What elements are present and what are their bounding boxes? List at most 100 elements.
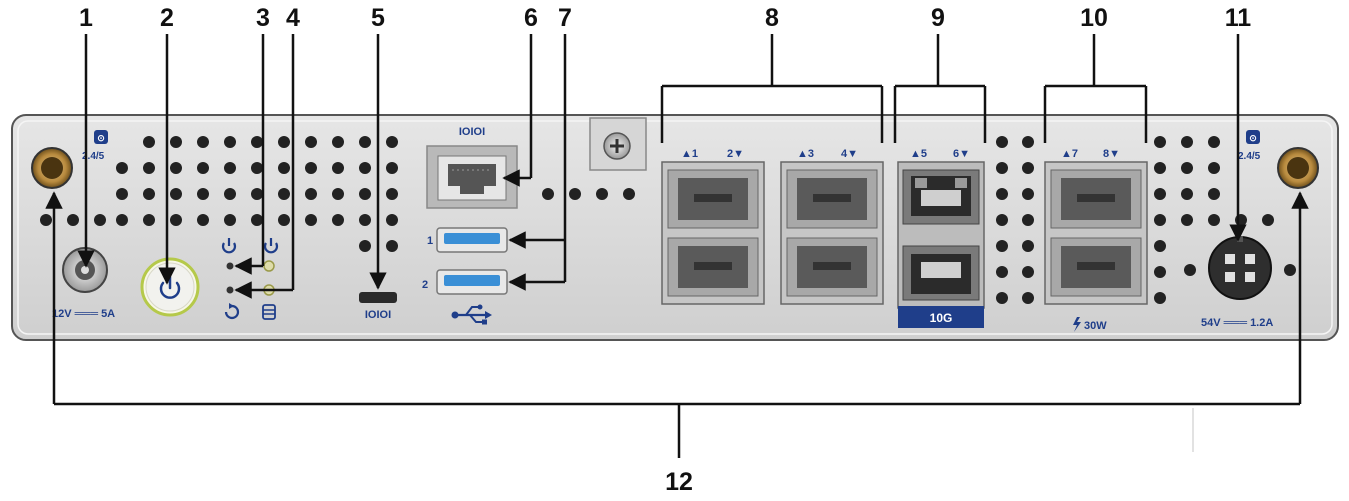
vent-hole [305,214,317,226]
vent-hole [251,188,263,200]
rj45-console-port[interactable] [426,145,518,209]
svg-text:⊙: ⊙ [1249,133,1257,143]
mounting-screw-left [31,147,73,189]
reset-pinhole-top[interactable] [226,262,234,270]
dc-input-4pin[interactable] [1208,236,1272,300]
vent-hole [359,188,371,200]
power-button[interactable] [140,257,200,317]
vent-hole [1022,188,1034,200]
vent-hole [1181,162,1193,174]
vent-hole [94,214,106,226]
vent-hole [170,136,182,148]
callout-7: 7 [558,4,572,32]
reset-icon [224,303,240,320]
port-2-label: 2▼ [727,148,744,160]
ethernet-port-4[interactable] [786,237,878,297]
vent-hole [170,162,182,174]
vent-hole [1208,136,1220,148]
vent-hole [224,136,236,148]
vent-hole [359,214,371,226]
vent-hole [197,136,209,148]
dc-input-rating-right: 54V ═══ 1.2A [1201,317,1273,329]
vent-hole [278,136,290,148]
vent-hole [116,188,128,200]
port-6-label: 6▼ [953,148,970,160]
callout-4: 4 [286,4,300,32]
vent-hole [386,214,398,226]
vent-hole [623,188,635,200]
vent-hole [143,162,155,174]
poe-ports-7-8 [1044,161,1148,305]
vent-hole [1154,188,1166,200]
vent-hole [359,136,371,148]
vent-hole [40,214,52,226]
ethernet-port-8[interactable] [1050,237,1142,297]
port-4-label: 4▼ [841,148,858,160]
vent-hole [116,214,128,226]
vent-hole [332,162,344,174]
vent-hole [596,188,608,200]
callout-11: 11 [1225,4,1252,32]
vent-hole [1181,214,1193,226]
callout-8: 8 [765,4,779,32]
reset-pinhole[interactable] [226,286,234,294]
micro-usb-console-port[interactable] [359,292,397,303]
vent-hole [251,136,263,148]
vent-hole [1208,162,1220,174]
vent-hole [251,214,263,226]
vent-hole [305,162,317,174]
vent-hole [386,162,398,174]
sfp-port-6[interactable] [902,245,980,301]
vent-hole [1154,240,1166,252]
sfp-port-5[interactable] [902,169,980,225]
vent-hole [332,214,344,226]
ethernet-port-1[interactable] [667,169,759,229]
vent-hole [67,214,79,226]
ethernet-port-7[interactable] [1050,169,1142,229]
ethernet-port-2[interactable] [667,237,759,297]
port-8-label: 8▼ [1103,148,1120,160]
vent-hole [332,136,344,148]
vent-hole [332,188,344,200]
storage-icon [262,304,276,320]
cover-screw [589,117,647,171]
cert-label-right: 2.4/5 [1238,151,1261,162]
vent-hole [1284,264,1296,276]
vent-hole [1022,162,1034,174]
ethernet-port-3[interactable] [786,169,878,229]
vent-hole [1022,214,1034,226]
vent-hole [251,162,263,174]
vent-hole [197,162,209,174]
vent-hole [143,188,155,200]
vent-hole [224,214,236,226]
vent-hole [1184,264,1196,276]
usb-port-1-label: 1 [427,235,433,247]
callout-5: 5 [371,4,385,32]
usb-port-2[interactable] [436,269,508,295]
cert-mark-right: ⊙ 2.4/5 [1238,130,1261,162]
port-5-label: ▲5 [910,148,927,160]
callout-12: 12 [665,468,693,496]
vent-hole [305,188,317,200]
vent-hole [1181,136,1193,148]
vent-hole [197,188,209,200]
poe-budget-label: 30W [1084,320,1107,332]
usb-icon [451,304,492,325]
leader-lines [45,34,1309,458]
callout-3: 3 [256,4,270,32]
vent-hole [197,214,209,226]
vent-hole [143,136,155,148]
vent-hole [1154,266,1166,278]
vent-hole [996,266,1008,278]
ethernet-ports-1-2 [661,161,765,305]
usb-port-1[interactable] [436,227,508,253]
vent-hole [1154,162,1166,174]
port-1-label: ▲1 [681,148,698,160]
vent-hole [1181,188,1193,200]
vent-hole [224,188,236,200]
callout-10: 10 [1080,4,1108,32]
vent-hole [996,136,1008,148]
vent-hole [170,188,182,200]
vent-hole [386,136,398,148]
system-led-icon [263,238,279,254]
